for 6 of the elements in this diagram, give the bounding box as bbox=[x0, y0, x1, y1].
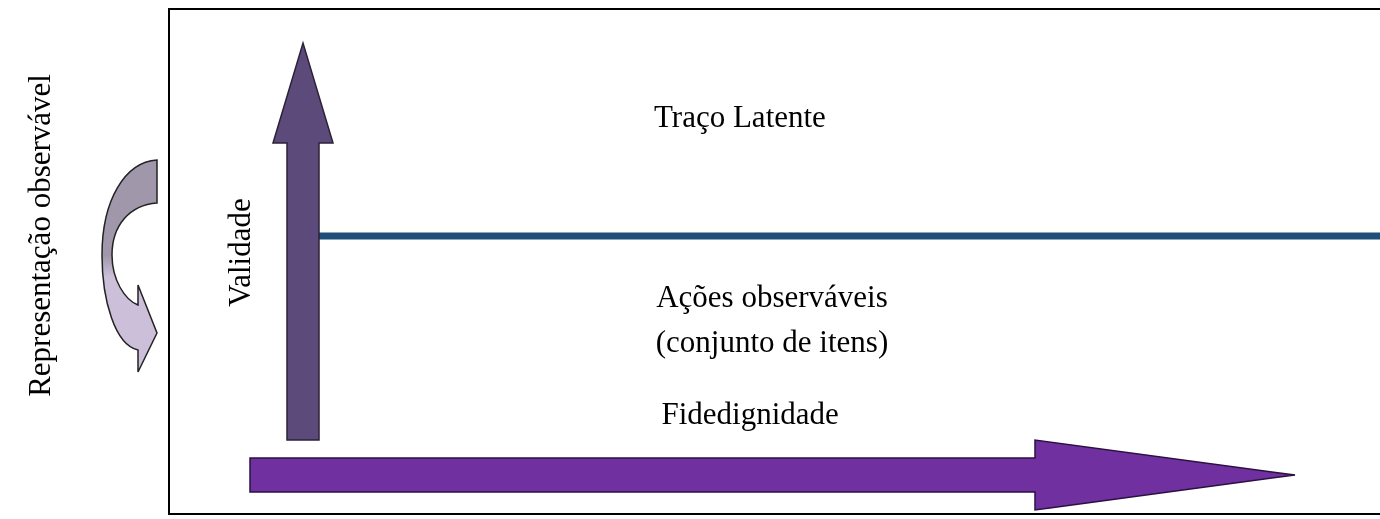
heading-text: Traço Latente bbox=[654, 97, 826, 136]
frame-box bbox=[168, 8, 1380, 515]
axis-label: Fidedignidade bbox=[661, 394, 839, 433]
axis-label: Validade bbox=[220, 197, 258, 307]
side-label: Representação observável bbox=[20, 73, 58, 397]
body-text: Ações observáveis (conjunto de itens) bbox=[654, 278, 890, 361]
